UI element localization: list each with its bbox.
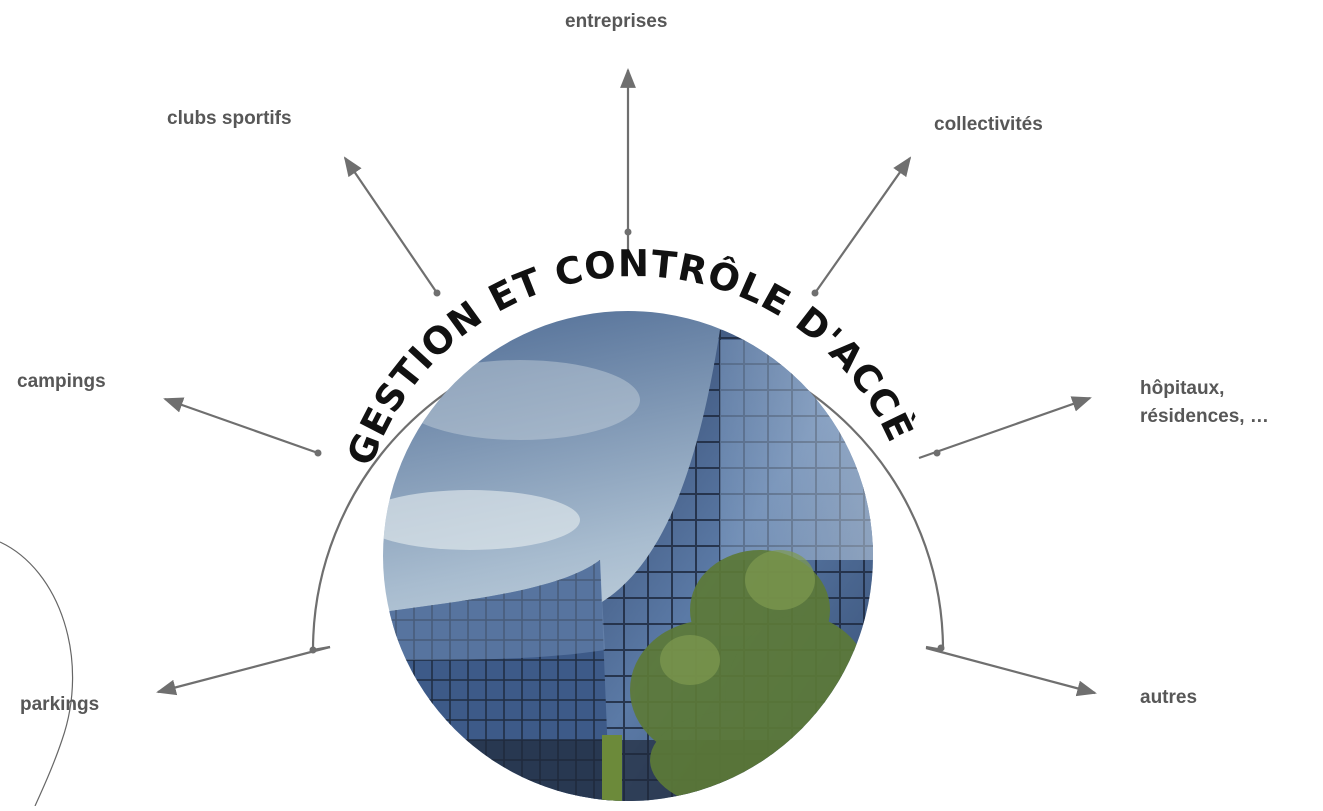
label-hopitaux-line-1: hôpitaux, [1140,378,1225,399]
label-autres: autres [1140,687,1198,708]
label-campings: campings [17,371,106,392]
junction-dots [309,228,945,654]
label-clubs-sportifs: clubs sportifs [167,108,292,129]
arrows [156,68,1097,697]
decorative-arc [0,541,74,807]
label-hopitaux-line-2: résidences, … [1140,406,1269,427]
label-entreprises: entreprises [565,11,668,32]
label-collectivites: collectivités [934,114,1043,135]
office-building-photo [383,311,873,801]
arrow-hopitaux [918,396,1092,460]
arrow-autres [925,646,1097,697]
label-parkings: parkings [20,694,100,715]
arrow-campings [163,397,319,455]
arrow-clubs-sportifs [343,156,438,294]
arrow-collectivites [814,156,912,294]
arrow-parkings [156,645,331,696]
